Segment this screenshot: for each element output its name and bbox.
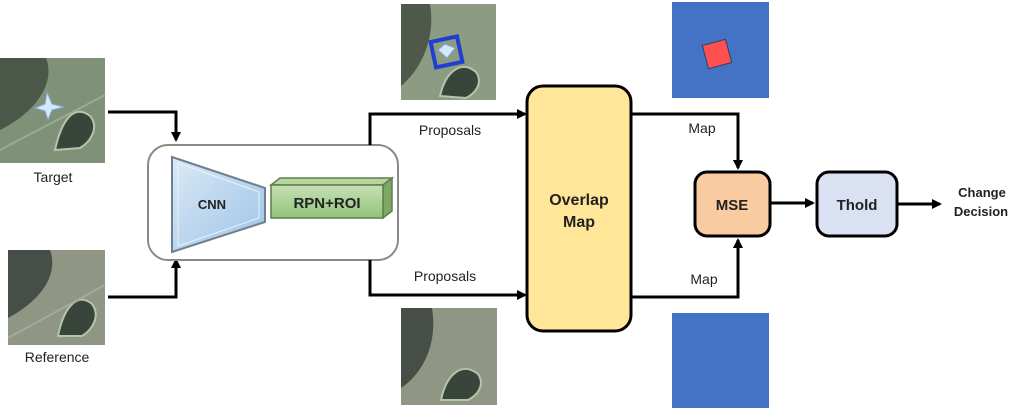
overlap-map-label-line1: Overlap bbox=[549, 192, 609, 209]
reference-label: Reference bbox=[25, 349, 90, 365]
target-label: Target bbox=[34, 169, 73, 185]
overlap-map-label-line2: Map bbox=[563, 214, 595, 231]
reference-image bbox=[7, 250, 106, 345]
airplane-icon bbox=[33, 90, 65, 122]
map-top-label: Map bbox=[688, 120, 715, 136]
map-top-arrow bbox=[631, 112, 743, 170]
rpn-roi-label: RPN+ROI bbox=[293, 195, 360, 212]
target-arrow bbox=[108, 110, 181, 142]
target-proposal-image bbox=[401, 4, 496, 100]
cnn-block bbox=[171, 155, 266, 254]
proposals-bottom-arrow bbox=[368, 260, 527, 300]
reference-proposal-image bbox=[401, 308, 497, 405]
target-image bbox=[0, 58, 106, 163]
thold-label: Thold bbox=[837, 197, 878, 214]
mse-label: MSE bbox=[716, 197, 749, 214]
reference-map-image bbox=[672, 313, 769, 408]
target-map-image bbox=[672, 2, 769, 98]
proposals-top-arrow bbox=[368, 109, 527, 145]
overlap-map-box bbox=[525, 84, 633, 333]
map-bottom-arrow bbox=[631, 238, 743, 299]
rpn-roi-block bbox=[268, 176, 395, 220]
proposals-bottom-label: Proposals bbox=[414, 268, 476, 284]
reference-arrow bbox=[108, 258, 181, 299]
proposals-top-label: Proposals bbox=[419, 122, 481, 138]
change-decision-line1: Change bbox=[958, 185, 1006, 200]
map-bottom-label: Map bbox=[690, 271, 717, 287]
proposal-bounding-box bbox=[428, 34, 465, 70]
cnn-label: CNN bbox=[198, 197, 226, 212]
change-decision-line2: Decision bbox=[954, 204, 1008, 219]
